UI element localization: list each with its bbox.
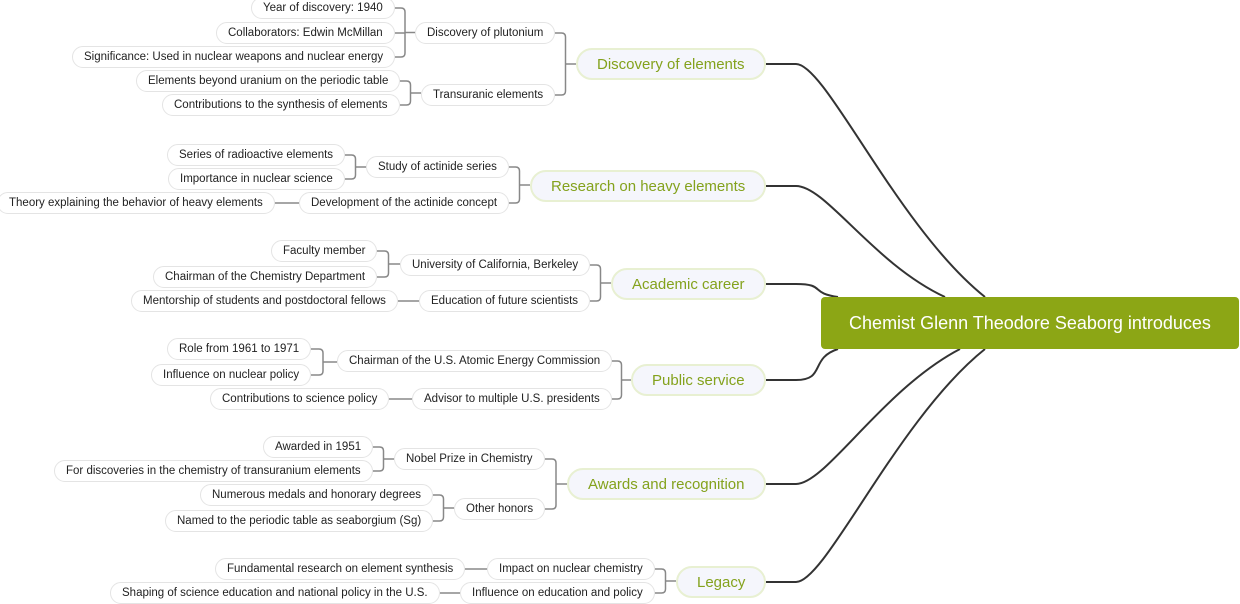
subtopic-bracket	[545, 458, 557, 464]
leaf-awarded-1951[interactable]: Awarded in 1951	[263, 436, 374, 458]
branch-connector	[766, 63, 986, 298]
branch-connector	[766, 348, 986, 583]
branch-awards-and-recognition[interactable]: Awards and recognition	[567, 468, 766, 500]
leaf-bracket	[400, 100, 412, 106]
leaf-collaborators[interactable]: Collaborators: Edwin McMillan	[216, 22, 395, 44]
branch-connector	[766, 348, 961, 485]
subtopic-nobel-prize[interactable]: Nobel Prize in Chemistry	[394, 448, 545, 470]
leaf-chairman-chemistry[interactable]: Chairman of the Chemistry Department	[153, 266, 378, 288]
branch-connector	[766, 283, 839, 298]
leaf-bracket	[311, 370, 324, 376]
leaf-bracket	[373, 446, 385, 452]
subtopic-bracket	[555, 90, 567, 96]
leaf-importance-nuclear-science[interactable]: Importance in nuclear science	[168, 168, 345, 190]
branch-public-service[interactable]: Public service	[631, 364, 766, 396]
leaf-bracket	[395, 52, 406, 58]
leaf-science-policy[interactable]: Contributions to science policy	[210, 388, 390, 410]
leaf-bracket	[345, 174, 357, 180]
subtopic-bracket	[555, 32, 567, 38]
leaf-mentorship[interactable]: Mentorship of students and postdoctoral …	[131, 290, 398, 312]
leaf-seaborgium[interactable]: Named to the periodic table as seaborgiu…	[165, 510, 434, 532]
leaf-bracket	[377, 250, 390, 256]
subtopic-bracket	[590, 264, 602, 270]
leaf-faculty-member[interactable]: Faculty member	[271, 240, 378, 262]
leaf-bracket	[373, 466, 385, 472]
subtopic-study-of-actinide-series[interactable]: Study of actinide series	[366, 156, 509, 178]
branch-connector	[766, 348, 839, 381]
branch-connector	[766, 185, 946, 298]
subtopic-transuranic-elements[interactable]: Transuranic elements	[421, 84, 556, 106]
subtopic-bracket	[590, 296, 602, 302]
leaf-bracket	[311, 348, 324, 354]
subtopic-bracket	[545, 504, 557, 510]
leaf-significance[interactable]: Significance: Used in nuclear weapons an…	[72, 46, 396, 68]
subtopic-discovery-of-plutonium[interactable]: Discovery of plutonium	[415, 22, 556, 44]
leaf-bracket	[345, 154, 357, 160]
leaf-theory-heavy-elements[interactable]: Theory explaining the behavior of heavy …	[0, 192, 275, 214]
root-topic[interactable]: Chemist Glenn Theodore Seaborg introduce…	[821, 297, 1239, 349]
leaf-year-of-discovery[interactable]: Year of discovery: 1940	[251, 0, 395, 19]
subtopic-uc-berkeley[interactable]: University of California, Berkeley	[400, 254, 591, 276]
leaf-transuranium-discoveries[interactable]: For discoveries in the chemistry of tran…	[54, 460, 373, 482]
subtopic-bracket	[612, 360, 623, 366]
leaf-series-radioactive[interactable]: Series of radioactive elements	[167, 144, 346, 166]
branch-research-on-heavy-elements[interactable]: Research on heavy elements	[530, 170, 767, 202]
subtopic-bracket	[655, 588, 667, 594]
leaf-elements-beyond-uranium[interactable]: Elements beyond uranium on the periodic …	[136, 70, 401, 92]
subtopic-impact-nuclear-chemistry[interactable]: Impact on nuclear chemistry	[487, 558, 655, 580]
subtopic-actinide-concept[interactable]: Development of the actinide concept	[299, 192, 510, 214]
branch-academic-career[interactable]: Academic career	[611, 268, 766, 300]
subtopic-bracket	[509, 166, 521, 172]
branch-discovery-of-elements[interactable]: Discovery of elements	[576, 48, 766, 80]
leaf-bracket	[433, 516, 445, 522]
leaf-bracket	[377, 272, 390, 278]
subtopic-education-future-scientists[interactable]: Education of future scientists	[419, 290, 591, 312]
leaf-medals-degrees[interactable]: Numerous medals and honorary degrees	[200, 484, 434, 506]
leaf-bracket	[400, 80, 412, 86]
subtopic-bracket	[612, 394, 623, 400]
leaf-fundamental-research[interactable]: Fundamental research on element synthesi…	[215, 558, 466, 580]
leaf-role-1961-1971[interactable]: Role from 1961 to 1971	[167, 338, 312, 360]
subtopic-other-honors[interactable]: Other honors	[454, 498, 546, 520]
leaf-bracket	[433, 494, 445, 500]
subtopic-bracket	[509, 198, 521, 204]
subtopic-bracket	[655, 568, 667, 574]
subtopic-influence-education-policy[interactable]: Influence on education and policy	[460, 582, 655, 604]
leaf-influence-nuclear-policy[interactable]: Influence on nuclear policy	[151, 364, 312, 386]
leaf-contributions-synthesis[interactable]: Contributions to the synthesis of elemen…	[162, 94, 400, 116]
branch-legacy[interactable]: Legacy	[676, 566, 767, 598]
leaf-shaping-education[interactable]: Shaping of science education and nationa…	[110, 582, 440, 604]
leaf-bracket	[395, 7, 406, 13]
subtopic-advisor-presidents[interactable]: Advisor to multiple U.S. presidents	[412, 388, 612, 410]
subtopic-aec-chairman[interactable]: Chairman of the U.S. Atomic Energy Commi…	[337, 350, 613, 372]
